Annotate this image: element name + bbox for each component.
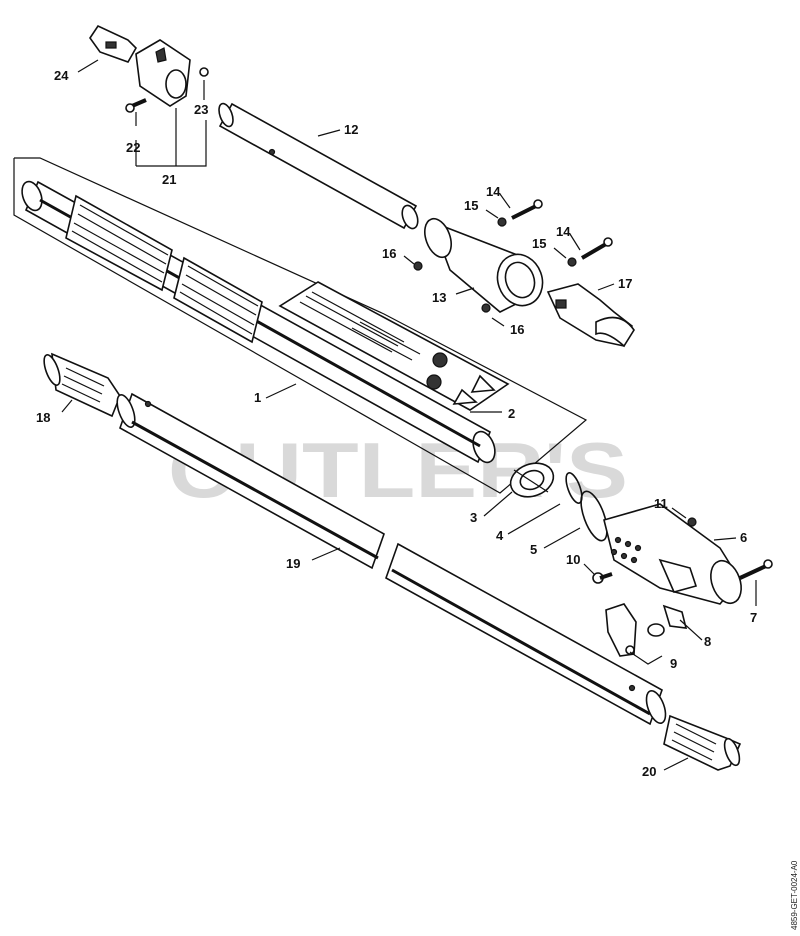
- label-part-19: 19: [286, 556, 300, 571]
- handle-clip: [546, 283, 635, 348]
- label-part-6: 6: [740, 530, 747, 545]
- label-part-21: 21: [162, 172, 176, 187]
- label-part-23: 23: [194, 102, 208, 117]
- clip-8: [662, 604, 688, 629]
- leader-lines: [61, 59, 757, 771]
- label-part-5: 5: [530, 542, 537, 557]
- label-part-9: 9: [670, 656, 677, 671]
- screw-22: [125, 98, 147, 113]
- connector-sleeve-20: [663, 714, 742, 771]
- screw-10: [592, 572, 613, 584]
- lower-tube: [116, 392, 667, 726]
- label-part-16a: 16: [382, 246, 396, 261]
- assembly-frame: [13, 157, 588, 494]
- screw-14-lower: [580, 237, 613, 260]
- label-part-18: 18: [36, 410, 50, 425]
- ring-4: [565, 472, 583, 504]
- label-part-12: 12: [344, 122, 358, 137]
- grip-sleeve: [65, 194, 263, 344]
- nut-23: [199, 67, 209, 77]
- label-part-14a: 14: [486, 184, 501, 199]
- label-part-10: 10: [566, 552, 580, 567]
- coupling-housing-6: [603, 503, 742, 605]
- latch-9: [605, 603, 665, 657]
- warning-label: [278, 281, 510, 411]
- ring-5: [580, 490, 608, 542]
- label-part-17: 17: [618, 276, 632, 291]
- label-part-15b: 15: [532, 236, 546, 251]
- label-part-14b: 14: [556, 224, 571, 239]
- bushing-3: [509, 462, 555, 498]
- label-part-4: 4: [496, 528, 504, 543]
- label-part-1: 1: [254, 390, 261, 405]
- screw-7: [739, 559, 773, 580]
- label-part-2: 2: [508, 406, 515, 421]
- washer-15-lower: [567, 257, 577, 267]
- drawing-code: 4859-GET-0024-A0: [790, 860, 799, 930]
- label-part-7: 7: [750, 610, 757, 625]
- label-part-11: 11: [654, 496, 668, 511]
- label-part-16b: 16: [510, 322, 524, 337]
- upper-tube: [218, 102, 419, 230]
- top-bracket: [135, 39, 191, 107]
- screw-14-upper: [511, 199, 543, 220]
- clamp-housing: [424, 217, 544, 313]
- label-part-8: 8: [704, 634, 711, 649]
- label-part-3: 3: [470, 510, 477, 525]
- label-part-24: 24: [54, 68, 69, 83]
- nut-11: [687, 517, 697, 527]
- label-part-20: 20: [642, 764, 656, 779]
- label-part-15a: 15: [464, 198, 478, 213]
- washer-15-upper: [497, 217, 507, 227]
- nut-16-left: [413, 261, 423, 271]
- label-part-22: 22: [126, 140, 140, 155]
- label-part-13: 13: [432, 290, 446, 305]
- clip-24: [89, 24, 137, 63]
- connector-sleeve-18: [43, 352, 121, 418]
- nut-16-right: [481, 303, 491, 313]
